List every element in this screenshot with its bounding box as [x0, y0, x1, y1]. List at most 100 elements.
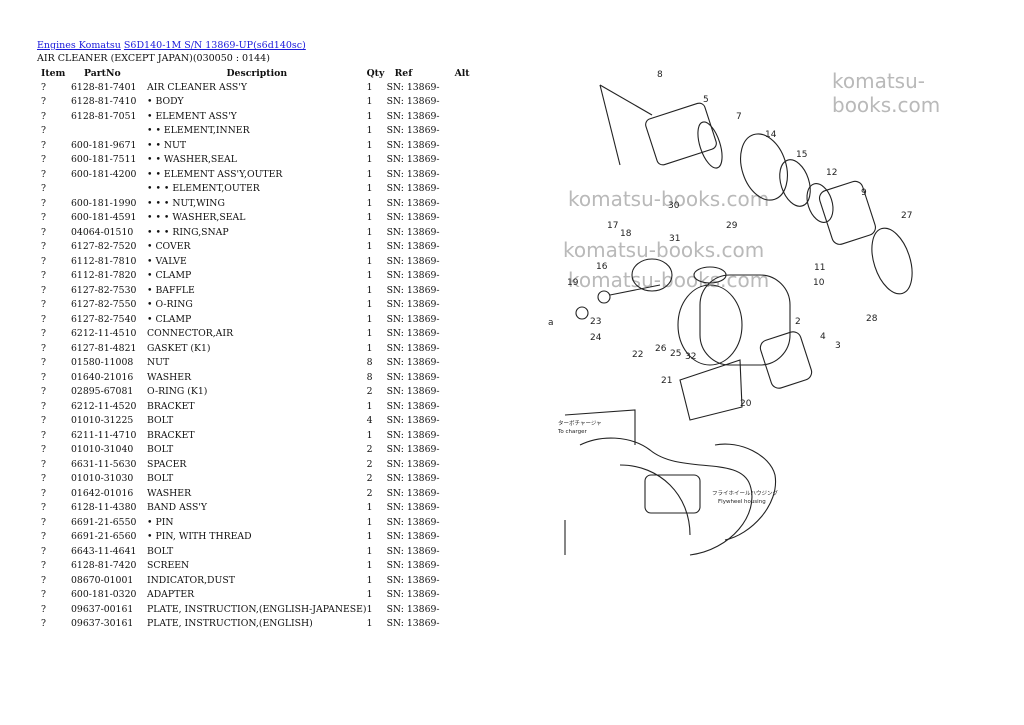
- cell-alt: [455, 109, 475, 124]
- cell-description: PLATE, INSTRUCTION,(ENGLISH): [147, 618, 313, 630]
- col-header-alt: Alt: [454, 67, 470, 79]
- cell-ref: SN: 13869-: [386, 154, 440, 166]
- callout-29: 29: [726, 221, 738, 231]
- cell-qty: 1: [366, 429, 373, 441]
- cell-qty: 1: [366, 502, 373, 514]
- cell-partno: [71, 182, 147, 197]
- cell-ref: SN: 13869-: [386, 531, 440, 543]
- cell-alt: [455, 196, 475, 211]
- cell-partno: 6212-11-4510: [71, 328, 137, 340]
- cell-partno: 01010-31040: [71, 444, 134, 456]
- cell-ref: SN: 13869-: [386, 516, 440, 528]
- cell-description: • ELEMENT ASS'Y: [147, 110, 237, 122]
- cell-ref: SN: 13869-: [386, 560, 440, 572]
- callout-15: 15: [796, 150, 807, 160]
- cell-description: CONNECTOR,AIR: [147, 328, 234, 340]
- cell-qty: 1: [366, 589, 373, 601]
- callout-20: 20: [740, 399, 752, 409]
- cell-item: ?: [41, 429, 46, 441]
- cell-ref: SN: 13869-: [386, 183, 440, 195]
- callout-26: 26: [655, 344, 667, 354]
- cell-alt: [455, 95, 475, 110]
- cell-item: ?: [41, 444, 46, 456]
- callout-a: a: [548, 318, 554, 328]
- body-assembly-drawing: [575, 258, 813, 421]
- cell-partno: 01642-01016: [71, 487, 134, 499]
- cell-qty: 1: [366, 241, 373, 253]
- cell-description: • • • ELEMENT,OUTER: [147, 183, 260, 195]
- cell-description: • • ELEMENT ASS'Y,OUTER: [147, 168, 283, 180]
- cell-item: ?: [41, 299, 46, 311]
- callout-12: 12: [826, 168, 837, 178]
- cell-partno: 6643-11-4641: [71, 545, 137, 557]
- cell-alt: [455, 254, 475, 269]
- breadcrumb-link-engines[interactable]: Engines Komatsu: [37, 40, 121, 51]
- cell-ref: SN: 13869-: [386, 212, 440, 224]
- cell-alt: [455, 457, 475, 472]
- cell-description: • COVER: [147, 241, 191, 253]
- cell-qty: 1: [366, 168, 373, 180]
- cell-item: ?: [41, 618, 46, 630]
- cell-item: ?: [41, 110, 46, 122]
- cell-partno: 6128-81-7401: [71, 81, 137, 93]
- cell-qty: 1: [366, 574, 373, 586]
- cell-alt: [455, 327, 475, 342]
- cell-ref: SN: 13869-: [386, 226, 440, 238]
- callout-27: 27: [901, 211, 912, 221]
- cell-description: • • • NUT,WING: [147, 197, 225, 209]
- cell-partno: 600-181-9671: [71, 139, 137, 151]
- cell-qty: 1: [366, 313, 373, 325]
- note-flywheel-en: Flywheel housing: [718, 499, 766, 505]
- cell-partno: 6128-11-4380: [71, 502, 137, 514]
- cell-qty: 2: [366, 473, 373, 485]
- cell-partno: 600-181-0320: [71, 589, 137, 601]
- cell-ref: SN: 13869-: [386, 487, 440, 499]
- cell-alt: [455, 269, 475, 284]
- cell-item: ?: [41, 516, 46, 528]
- note-flywheel-jp: フライホイールハウジング: [712, 489, 779, 497]
- cell-alt: [455, 153, 475, 168]
- callout-31: 31: [669, 234, 680, 244]
- cell-ref: SN: 13869-: [386, 342, 440, 354]
- cell-ref: SN: 13869-: [386, 429, 440, 441]
- cell-ref: SN: 13869-: [386, 255, 440, 267]
- cell-description: BAND ASS'Y: [147, 502, 208, 514]
- cell-partno: 6112-81-7810: [71, 255, 137, 267]
- cell-alt: [455, 370, 475, 385]
- cell-item: ?: [41, 212, 46, 224]
- cell-alt: [455, 515, 475, 530]
- breadcrumb-link-model[interactable]: S6D140-1M S/N 13869-UP(s6d140sc): [123, 40, 306, 51]
- cell-item: ?: [41, 226, 46, 238]
- cell-ref: SN: 13869-: [386, 574, 440, 586]
- col-header-item: Item: [41, 67, 66, 79]
- page-title: AIR CLEANER (EXCEPT JAPAN)(030050 : 0144…: [37, 53, 270, 64]
- cell-ref: SN: 13869-: [386, 458, 440, 470]
- callout-14: 14: [765, 130, 777, 140]
- cell-description: • O-RING: [147, 299, 193, 311]
- cell-alt: [455, 312, 475, 327]
- cell-partno: 01580-11008: [71, 357, 134, 369]
- cell-description: BRACKET: [147, 429, 195, 441]
- cell-qty: 1: [366, 139, 373, 151]
- cell-partno: 600-181-4200: [71, 168, 137, 180]
- cell-description: • • NUT: [147, 139, 187, 151]
- callout-18: 18: [620, 229, 632, 239]
- cell-partno: 09637-30161: [71, 618, 134, 630]
- cell-qty: 1: [366, 96, 373, 108]
- cell-description: • • • RING,SNAP: [147, 226, 229, 238]
- cell-ref: SN: 13869-: [386, 197, 440, 209]
